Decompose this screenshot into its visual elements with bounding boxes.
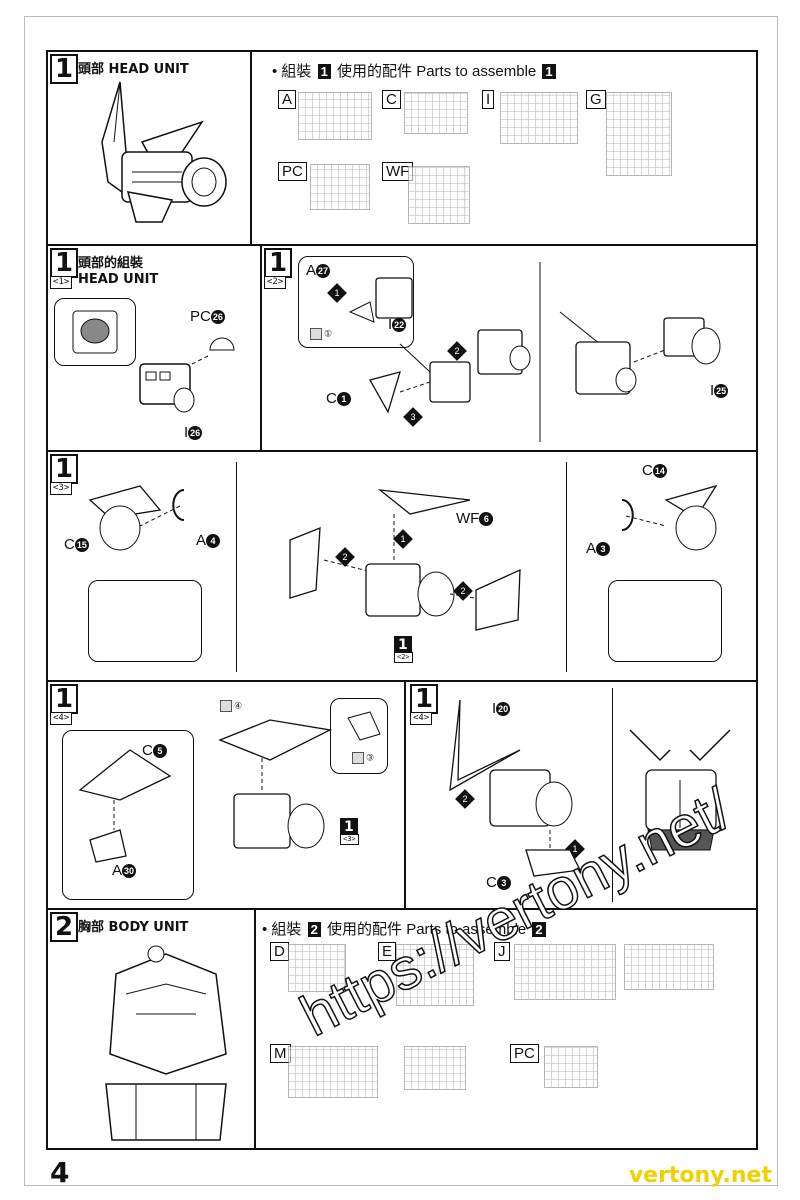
section1-title: 頭部 HEAD UNIT <box>78 62 189 77</box>
parts-mid: 使用的配件 <box>327 921 403 938</box>
runner-label-PC2: PC <box>510 1044 539 1063</box>
panel-1-4a-substep: <4> <box>50 712 73 725</box>
parts-en: Parts to assemble <box>406 921 527 938</box>
panel-1-1-title-2: HEAD UNIT <box>78 272 159 287</box>
row2-divider <box>260 244 262 452</box>
page-frame <box>24 16 778 1186</box>
nipper-icon <box>352 752 364 764</box>
runner-label-G: G <box>586 90 606 109</box>
runner-PC2 <box>544 1046 598 1088</box>
panel-1-3-illustration <box>88 484 718 631</box>
panel-1-4b-illustration <box>449 699 731 877</box>
runner-label-I: I <box>482 90 495 109</box>
runner-WF <box>408 166 470 224</box>
panel-1-2-tool: ① <box>310 328 332 340</box>
panel-1-2-illustration <box>348 262 721 442</box>
runner-unlabeled-2 <box>404 1046 466 1090</box>
row3-divider-left <box>236 462 237 672</box>
section2-divider <box>254 908 256 1150</box>
runner-label-C: C <box>382 90 401 109</box>
runner-unlabeled <box>624 944 714 990</box>
panel-1-1-inset <box>54 298 136 366</box>
runner-M <box>288 1046 378 1098</box>
body-unit-illustration <box>105 945 227 1141</box>
panel-1-1-title-1: 頭部的組裝 <box>78 256 144 271</box>
panel-1-4a-tool3: ③ <box>352 752 374 764</box>
runner-label-PC: PC <box>278 162 307 181</box>
runner-PC <box>310 164 370 210</box>
panel-1-1-substep: <1> <box>50 276 73 289</box>
panel-1-3-substep: <3> <box>50 482 73 495</box>
panel-1-4a-ref-sub: <3> <box>340 834 359 845</box>
runner-I <box>500 92 578 144</box>
panel-1-3-ref-sub: <2> <box>394 652 413 663</box>
runner-label-E: E <box>378 942 397 961</box>
panel-1-4a-step: 1 <box>50 684 79 714</box>
parts-step-badge: 1 <box>317 64 331 79</box>
section1-divider <box>250 50 252 246</box>
panel-1-4a-tool4: ④ <box>220 700 242 712</box>
section1-parts-header: • 組裝 1 使用的配件 Parts to assemble 1 <box>272 60 558 81</box>
runner-E <box>396 944 474 1006</box>
nipper-icon <box>310 328 322 340</box>
parts-prefix: • 組裝 <box>262 921 302 938</box>
parts-mid: 使用的配件 <box>337 63 413 80</box>
row4-divider <box>404 680 406 910</box>
parts-step-badge: 2 <box>307 922 321 937</box>
section2-title: 胸部 BODY UNIT <box>78 920 189 935</box>
head-unit-illustration <box>101 81 227 223</box>
runner-label-D: D <box>270 942 289 961</box>
runner-label-J: J <box>494 942 510 961</box>
panel-1-3-inset-right <box>608 580 722 662</box>
panel-1-2-substep: <2> <box>264 276 287 289</box>
watermark-logo: vertony.net <box>628 1163 772 1188</box>
runner-J <box>514 944 616 1000</box>
panel-1-4b-substep: <4> <box>410 712 433 725</box>
parts-prefix: • 組裝 <box>272 63 312 80</box>
section2-parts-header: • 組裝 2 使用的配件 Parts to assemble 2 <box>262 918 548 939</box>
panel-1-3-step: 1 <box>50 454 79 484</box>
panel-1-4a-illustration <box>78 711 381 863</box>
runner-G <box>606 92 672 176</box>
runner-A <box>298 92 372 140</box>
runner-C <box>404 92 468 134</box>
runner-label-A: A <box>278 90 297 109</box>
panel-1-1-step: 1 <box>50 248 79 278</box>
row4-divider-right <box>612 688 613 902</box>
parts-en: Parts to assemble <box>416 63 537 80</box>
parts-step-badge-2: 1 <box>542 64 556 79</box>
nipper-icon <box>220 700 232 712</box>
panel-1-2-step: 1 <box>264 248 293 278</box>
panel-1-3-inset-left <box>88 580 202 662</box>
runner-label-WF: WF <box>382 162 414 181</box>
row3-divider-right <box>566 462 567 672</box>
panel-1-4a-ref-step: 1 <box>340 818 358 836</box>
panel-1-1-illustration <box>139 337 235 413</box>
page-number: 4 <box>50 1156 70 1189</box>
section1-step-number: 1 <box>50 54 79 84</box>
runner-D <box>288 944 346 992</box>
parts-step-badge-2: 2 <box>532 922 546 937</box>
section2-step-number: 2 <box>50 912 79 942</box>
